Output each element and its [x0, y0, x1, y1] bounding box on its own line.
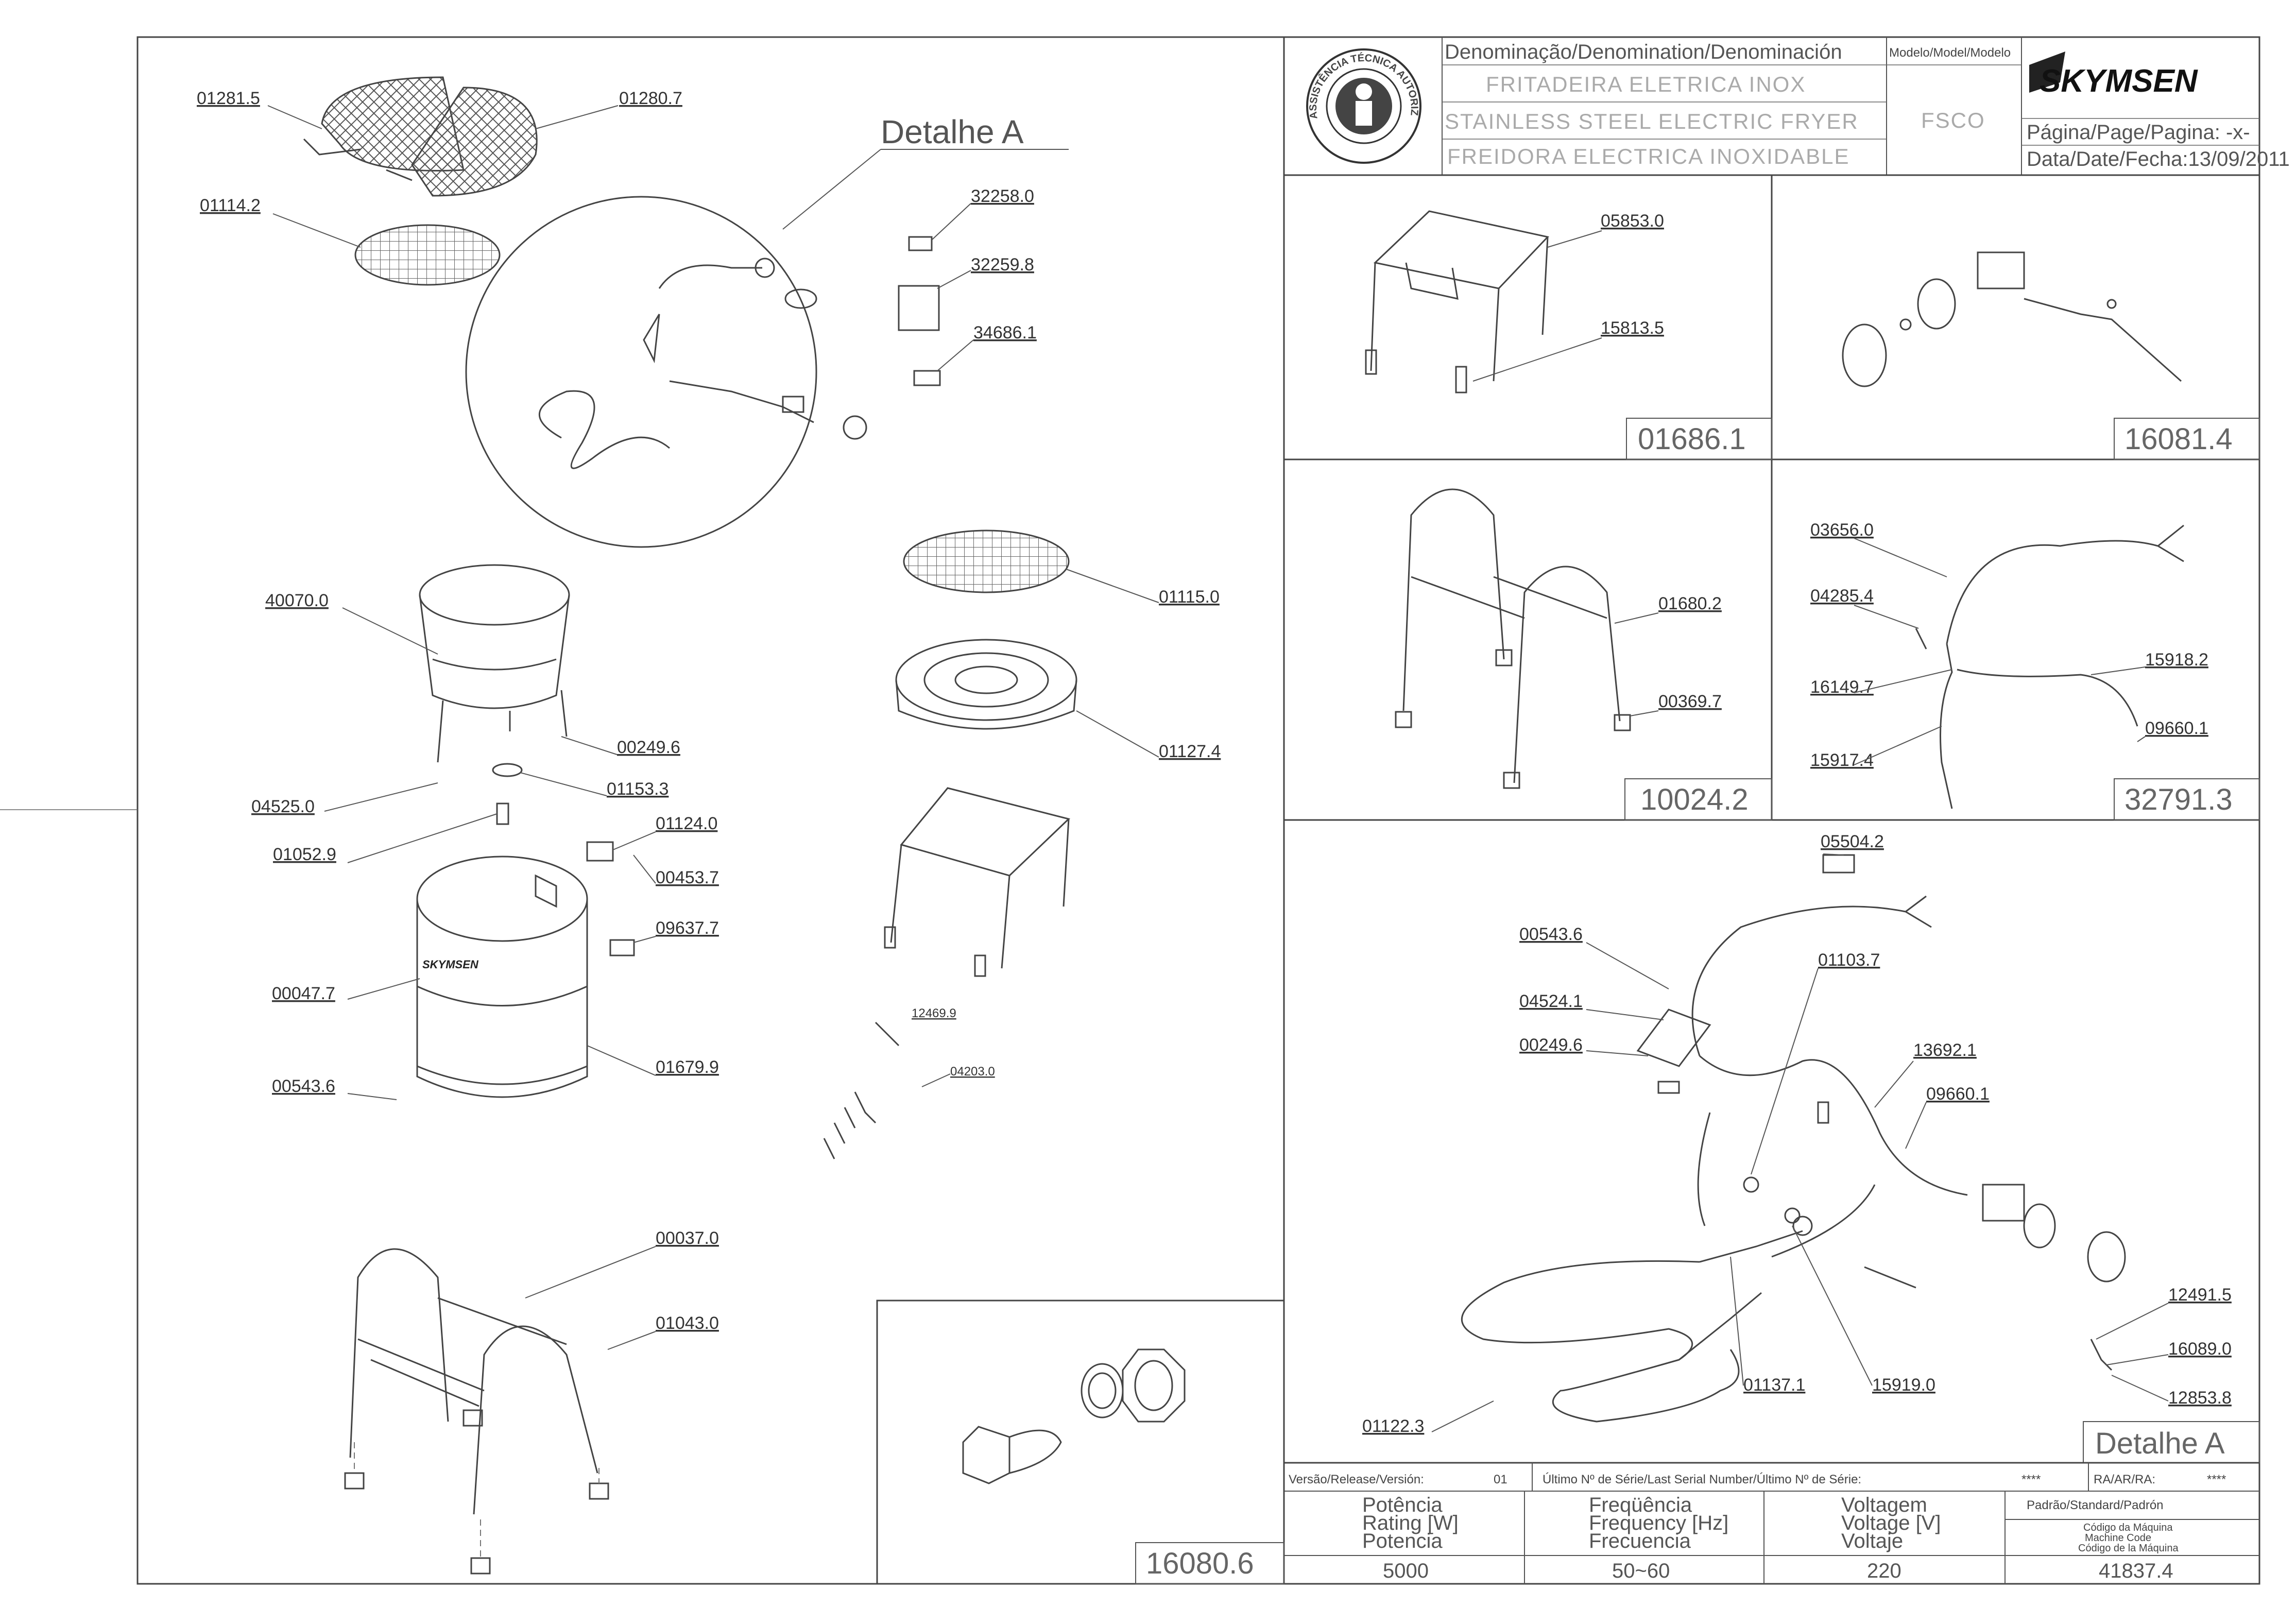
part-label: 01122.3	[1362, 1416, 1424, 1436]
part-label: 05853.0	[1601, 211, 1664, 231]
part-label: 05504.2	[1821, 832, 1884, 851]
machine-code-label: Código de la Máquina	[2078, 1543, 2179, 1554]
part-label: 12469.9	[912, 1006, 956, 1020]
part-label: 00543.6	[1519, 925, 1583, 944]
part-label: 04525.0	[251, 797, 315, 816]
part-label: 15918.2	[2145, 650, 2208, 670]
part-label: 13692.1	[1913, 1040, 1977, 1060]
product-name-es: FREIDORA ELECTRICA INOXIDABLE	[1447, 144, 1850, 168]
machine-code-label: Machine Code	[2085, 1532, 2151, 1544]
serial-value: ****	[2021, 1473, 2041, 1486]
main-exploded-view: 01281.5 01280.7 01114.2 Detalhe A 32258.…	[197, 76, 1221, 1575]
detail-a-panel: Detalhe A 05504.2 00543.6 04524.1 00249.…	[1362, 832, 2260, 1463]
svg-text:SKYMSEN: SKYMSEN	[2040, 63, 2198, 99]
part-label: 04524.1	[1519, 992, 1583, 1011]
detail-a-callout: Detalhe A	[881, 113, 1024, 150]
body-logo: SKYMSEN	[422, 958, 479, 971]
part-label: 00249.6	[617, 738, 680, 757]
part-label: 00369.7	[1658, 692, 1722, 711]
machine-code-value: 41837.4	[2099, 1560, 2173, 1582]
product-name-pt: FRITADEIRA ELETRICA INOX	[1486, 72, 1806, 96]
power-label: Potência	[1362, 1494, 1443, 1516]
part-label: 01103.7	[1818, 950, 1880, 970]
part-label: 00037.0	[656, 1228, 719, 1248]
panel-code: 16081.4	[2124, 422, 2233, 456]
part-label: 12853.8	[2168, 1388, 2232, 1408]
model-label: Modelo/Model/Modelo	[1889, 46, 2011, 60]
power-value: 5000	[1383, 1560, 1429, 1582]
date-label: Data/Date/Fecha:13/09/2011	[2027, 148, 2290, 170]
panel-support-rack: 01686.1 05853.0 15813.5	[1365, 210, 1772, 460]
assistance-seal: ASSISTÊNCIA TÉCNICA AUTORIZADA	[0, 0, 1421, 164]
denomination-label: Denominação/Denomination/Denominación	[1445, 41, 1842, 63]
machine-code-label: Código da Máquina	[2083, 1522, 2173, 1533]
part-label: 01280.7	[619, 89, 682, 108]
panel-drain-valve: 16080.6	[876, 1300, 1285, 1585]
part-label: 09660.1	[1926, 1084, 1990, 1104]
part-label: 01137.1	[1743, 1375, 1805, 1395]
part-label: 00543.6	[272, 1076, 335, 1096]
part-label: 01052.9	[273, 845, 336, 864]
part-label: 34686.1	[973, 323, 1037, 343]
skymsen-logo: SKYMSEN	[2029, 52, 2198, 99]
panel-code: 01686.1	[1638, 422, 1746, 456]
part-label: 00453.7	[656, 868, 719, 887]
detail-a-label: Detalhe A	[2095, 1427, 2225, 1460]
panel-code: 10024.2	[1640, 783, 1749, 816]
version-value: 01	[1494, 1473, 1507, 1486]
part-label: 01114.2	[200, 196, 261, 215]
part-label: 01281.5	[197, 89, 260, 108]
voltage-label: Voltage [V]	[1841, 1512, 1941, 1534]
part-label: 40070.0	[265, 591, 329, 610]
part-label: 01043.0	[656, 1313, 719, 1333]
power-label: Potencia	[1362, 1530, 1443, 1552]
part-label: 04285.4	[1810, 586, 1874, 606]
part-label: 16149.7	[1810, 677, 1874, 697]
part-label: 04203.0	[950, 1065, 995, 1079]
ra-label: RA/AR/RA:	[2094, 1473, 2155, 1486]
frequency-value: 50~60	[1612, 1560, 1670, 1582]
panel-thermostat: 16081.4	[1842, 251, 2260, 460]
panel-base-stand: 10024.2 01680.2 00369.7	[1395, 488, 1772, 820]
model-value: FSCO	[1921, 108, 1985, 132]
panel-code: 16080.6	[1146, 1547, 1254, 1580]
part-label: 12491.5	[2168, 1285, 2232, 1305]
standard-label: Padrão/Standard/Padrón	[2027, 1498, 2164, 1512]
page-label: Página/Page/Pagina: -x-	[2027, 121, 2250, 144]
frequency-label: Freqüência	[1589, 1494, 1692, 1516]
power-label: Rating [W]	[1362, 1512, 1459, 1534]
part-label: 15813.5	[1601, 318, 1664, 338]
part-label: 01115.0	[1159, 587, 1220, 607]
part-label: 01124.0	[656, 814, 717, 833]
footer-table: Versão/Release/Versión: 01 Último Nº de …	[1284, 1462, 2259, 1584]
voltage-label: Voltaje	[1841, 1530, 1903, 1552]
part-label: 09660.1	[2145, 719, 2208, 738]
part-label: 01153.3	[607, 779, 669, 799]
ra-value: ****	[2207, 1473, 2226, 1486]
product-name-en: STAINLESS STEEL ELECTRIC FRYER	[1445, 109, 1859, 133]
part-label: 09637.7	[656, 918, 719, 938]
part-label: 15917.4	[1810, 750, 1874, 770]
serial-label: Último Nº de Série/Last Serial Number/Úl…	[1543, 1473, 1861, 1486]
frequency-label: Frequency [Hz]	[1589, 1512, 1728, 1534]
version-label: Versão/Release/Versión:	[1289, 1473, 1424, 1486]
voltage-label: Voltagem	[1841, 1494, 1927, 1516]
part-label: 16089.0	[2168, 1339, 2232, 1359]
frequency-label: Frecuencia	[1589, 1530, 1691, 1552]
part-label: 01679.9	[656, 1057, 719, 1077]
voltage-value: 220	[1867, 1560, 1901, 1582]
part-label: 01680.2	[1658, 594, 1722, 613]
panel-code: 32791.3	[2124, 783, 2233, 816]
panel-wiring-harness: 32791.3 03656.0 04285.4 16149.7 15917.4 …	[1810, 520, 2260, 820]
part-label: 01127.4	[1159, 742, 1221, 761]
part-label: 32258.0	[971, 186, 1034, 206]
part-label: 03656.0	[1810, 520, 1874, 540]
part-label: 32259.8	[971, 255, 1034, 275]
part-label: 00047.7	[272, 984, 335, 1003]
part-label: 15919.0	[1872, 1375, 1935, 1395]
part-label: 00249.6	[1519, 1035, 1583, 1055]
